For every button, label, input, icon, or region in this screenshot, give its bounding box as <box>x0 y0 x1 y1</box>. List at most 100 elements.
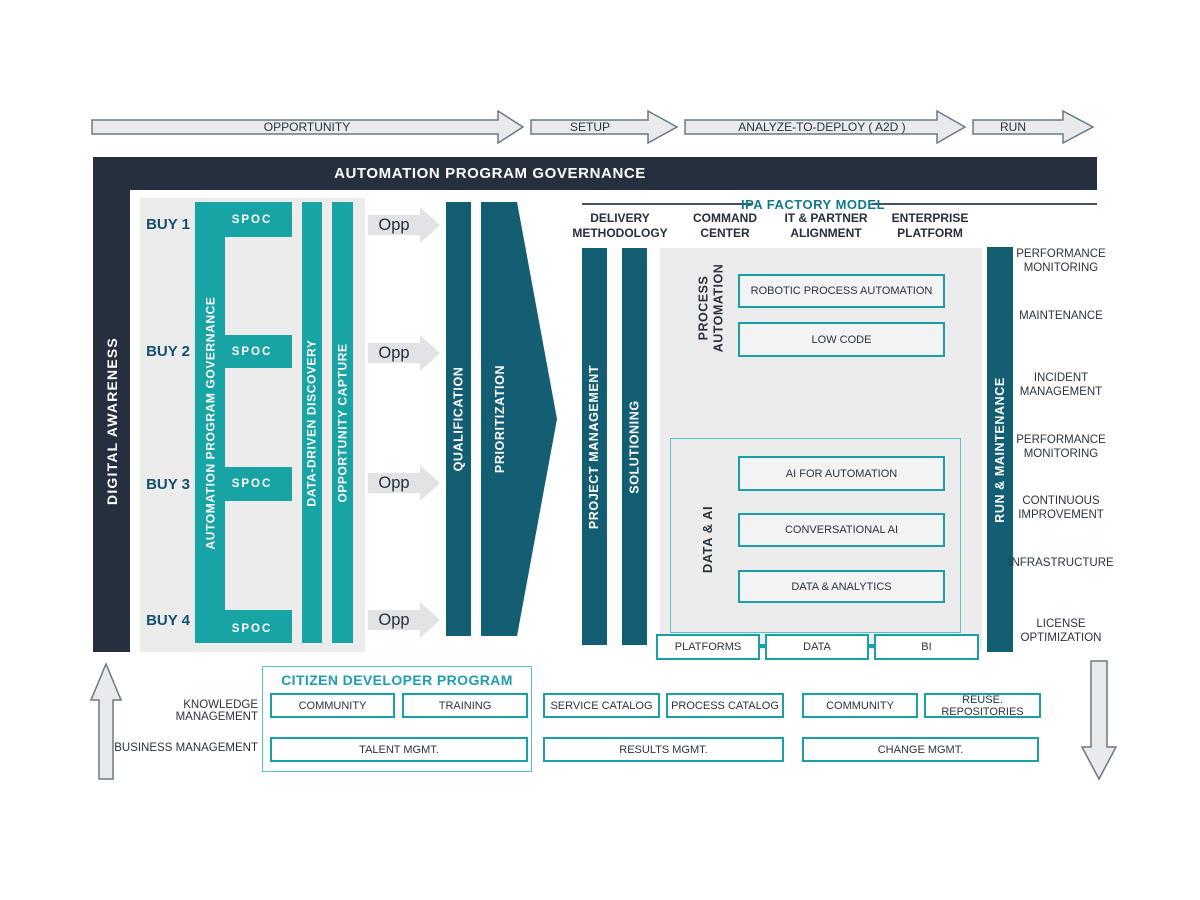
platforms-box: PLATFORMS <box>656 634 760 660</box>
opportunity-arrow-label: OPPORTUNITY <box>264 120 350 134</box>
community-text: COMMUNITY <box>826 699 894 712</box>
low-code-box-text: LOW CODE <box>811 333 872 346</box>
right-label-performance-monitoring-1: PERFORMANCE MONITORING <box>1016 248 1106 274</box>
qualification-bar: QUALIFICATION <box>446 202 471 636</box>
governance-header-title-text: AUTOMATION PROGRAM GOVERNANCE <box>334 165 646 182</box>
column-it-partner-alignment: IT & PARTNER ALIGNMENT <box>784 211 868 240</box>
reuse-repositories-box: REUSE. REPOSITORIES <box>924 693 1041 718</box>
opportunity-capture-bar: OPPORTUNITY CAPTURE <box>332 202 353 643</box>
cdp-training-text: TRAINING <box>438 699 492 712</box>
opp-2-text-span: Opp <box>378 343 410 362</box>
ai-for-automation-box: AI FOR AUTOMATION <box>738 456 945 491</box>
cdp-community-box: COMMUNITY <box>270 693 395 718</box>
change-mgmt-text: CHANGE MGMT. <box>877 743 964 756</box>
data-ai-label: DATA & AI <box>700 505 716 574</box>
right-label-maintenance: MAINTENANCE <box>1019 310 1103 322</box>
service-catalog-text: SERVICE CATALOG <box>550 699 653 712</box>
spoc-4-label: SPOC <box>221 612 283 645</box>
opp-1-text: Opp <box>368 213 420 237</box>
opp-2-text: Opp <box>368 341 420 365</box>
buy-1-label: BUY 1 <box>146 216 190 233</box>
conversational-ai-text: CONVERSATIONAL AI <box>784 524 899 536</box>
change-mgmt-box: CHANGE MGMT. <box>802 737 1039 762</box>
spoc-tooth-2 <box>195 335 292 368</box>
right-label-performance-monitoring-2: PERFORMANCE MONITORING <box>1016 434 1106 460</box>
buy-4-label: BUY 4 <box>146 612 190 629</box>
a2d-arrow-label: ANALYZE-TO-DEPLOY ( A2D ) <box>738 120 905 134</box>
spoc-tooth-1 <box>195 202 292 237</box>
process-automation-label-wrap: PROCESS AUTOMATION <box>694 258 728 358</box>
opportunity-arrow <box>91 109 525 145</box>
project-management-label: PROJECT MANAGEMENT <box>587 364 602 529</box>
solutioning-label: SOLUTIONING <box>627 399 642 494</box>
opp-arrow-3-head <box>420 465 440 501</box>
opp-4-text-span: Opp <box>378 610 410 629</box>
buy-panel <box>140 198 365 652</box>
opp-3-text: Opp <box>368 471 420 495</box>
ipa-factory-title: IPA FACTORY MODEL <box>713 196 913 212</box>
project-management-bar: PROJECT MANAGEMENT <box>582 248 607 645</box>
a2d-arrow <box>684 109 967 145</box>
run-down-arrow <box>1080 660 1118 781</box>
buy-3-label: BUY 3 <box>146 476 190 493</box>
rpa-box: ROBOTIC PROCESS AUTOMATION <box>738 274 945 308</box>
bi-box: BI <box>874 634 979 660</box>
spoc-3-text: SPOC <box>231 478 273 490</box>
process-catalog-text: PROCESS CATALOG <box>671 699 779 712</box>
results-mgmt-text: RESULTS MGMT. <box>619 743 708 756</box>
column-command-center: COMMAND CENTER <box>693 211 757 240</box>
low-code-box: LOW CODE <box>738 322 945 357</box>
citizen-developer-title-text: CITIZEN DEVELOPER PROGRAM <box>281 672 513 688</box>
opp-4-text: Opp <box>368 608 420 632</box>
prioritization-label: PRIORITIZATION <box>493 364 508 474</box>
buy-2-label: BUY 2 <box>146 343 190 360</box>
data-text: DATA <box>803 641 831 653</box>
solutioning-bar: SOLUTIONING <box>622 248 647 645</box>
platform-connector-1 <box>758 644 767 648</box>
data-ai-container <box>670 438 961 633</box>
setup-arrow <box>530 109 679 145</box>
spoc-tooth-3 <box>195 467 292 501</box>
prioritization-label-wrap: PRIORITIZATION <box>481 202 519 636</box>
setup-arrow-label: SETUP <box>570 120 610 134</box>
cdp-talent-text: TALENT MGMT. <box>359 743 439 756</box>
governance-header-title: AUTOMATION PROGRAM GOVERNANCE <box>90 157 890 190</box>
service-catalog-box: SERVICE CATALOG <box>543 693 660 718</box>
ipa-factory-title-text: IPA FACTORY MODEL <box>740 196 886 212</box>
digital-awareness-bar: DIGITAL AWARENESS <box>93 190 130 652</box>
spoc-tooth-4 <box>195 610 292 643</box>
opp-arrow-4-head <box>420 602 440 638</box>
opp-1-text-span: Opp <box>378 215 410 234</box>
right-label-license-optimization: LICENSE OPTIMIZATION <box>1020 618 1102 644</box>
rpa-box-text: ROBOTIC PROCESS AUTOMATION <box>750 285 933 297</box>
process-catalog-box: PROCESS CATALOG <box>666 693 784 718</box>
cdp-talent-box: TALENT MGMT. <box>270 737 528 762</box>
column-delivery-methodology: DELIVERY METHODOLOGY <box>572 211 668 240</box>
bi-text: BI <box>921 641 932 653</box>
cdp-training-box: TRAINING <box>402 693 528 718</box>
platform-connector-2 <box>867 644 876 648</box>
governance-trunk-label-text: AUTOMATION PROGRAM GOVERNANCE <box>203 296 217 549</box>
opp-arrow-3 <box>368 473 420 493</box>
governance-header-bar <box>93 157 1097 190</box>
right-label-infrastructure: INFRASTRUCTURE <box>1008 557 1114 569</box>
cdp-community-text: COMMUNITY <box>298 699 367 712</box>
run-arrow-label: RUN <box>1000 120 1026 134</box>
opp-arrow-1-head <box>420 207 440 243</box>
data-driven-discovery-bar: DATA-DRIVEN DISCOVERY <box>302 202 322 643</box>
spoc-3-label: SPOC <box>221 467 283 501</box>
spoc-1-label: SPOC <box>221 202 283 237</box>
community-box: COMMUNITY <box>802 693 918 718</box>
ipa-title-line-left <box>582 203 753 205</box>
column-enterprise-platform: ENTERPRISE PLATFORM <box>891 211 969 240</box>
run-maintenance-bar: RUN & MAINTENANCE <box>987 247 1013 652</box>
spoc-1-text: SPOC <box>231 213 273 226</box>
conversational-ai-box: CONVERSATIONAL AI <box>738 513 945 547</box>
spoc-4-text: SPOC <box>231 622 273 635</box>
governance-trunk-label: AUTOMATION PROGRAM GOVERNANCE <box>195 202 225 643</box>
results-mgmt-box: RESULTS MGMT. <box>543 737 784 762</box>
data-analytics-text: DATA & ANALYTICS <box>791 580 892 593</box>
reuse-repositories-text: REUSE. REPOSITORIES <box>941 693 1024 718</box>
ai-for-automation-text: AI FOR AUTOMATION <box>785 467 898 480</box>
